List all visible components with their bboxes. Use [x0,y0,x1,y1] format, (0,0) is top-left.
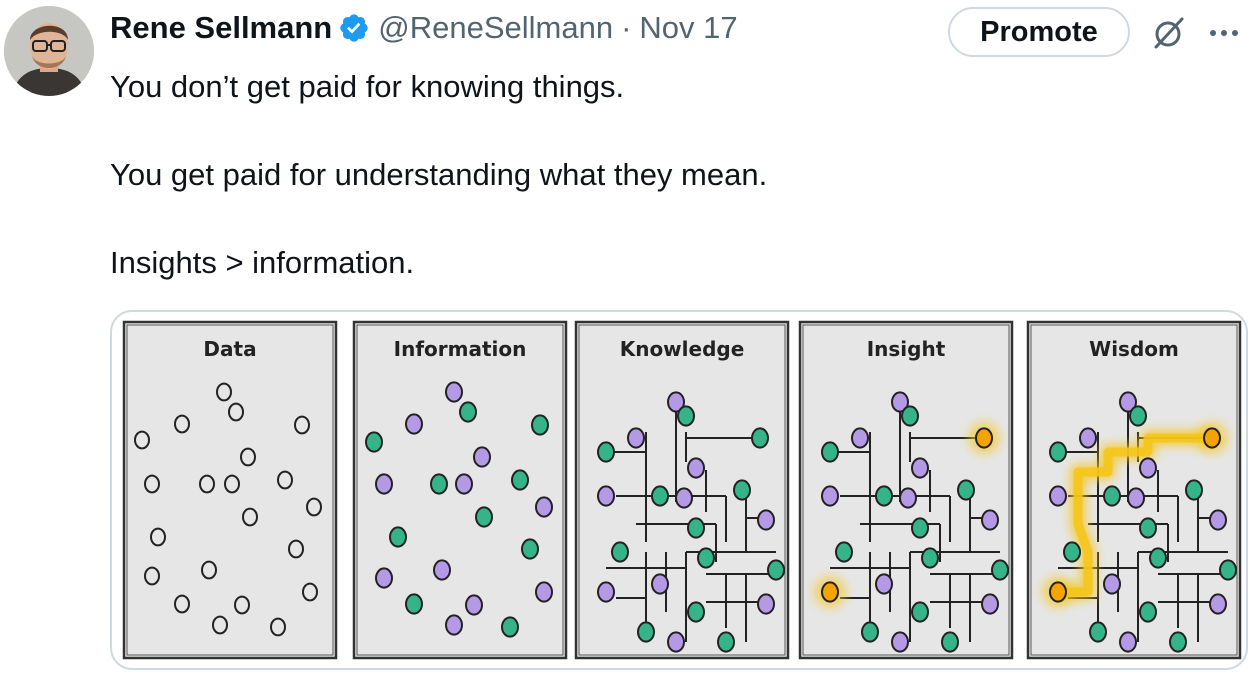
tweet-line-1: You don’t get paid for knowing things. [110,69,625,104]
panel-information: Information [352,320,568,660]
panel-wisdom: Wisdom [1026,320,1242,660]
post-date[interactable]: Nov 17 [639,10,738,45]
author-name[interactable]: Rene Sellmann [110,10,333,45]
tweet-header: Rene Sellmann @ReneSellmann · Nov 17 [110,8,738,48]
avatar-image [4,6,94,96]
grok-icon[interactable] [1150,14,1188,52]
more-icon[interactable] [1204,14,1244,52]
panel-title: Insight [867,337,946,361]
verified-badge-icon [338,12,370,44]
separator-dot: · [621,10,632,45]
panel-title: Information [394,337,527,361]
panel-knowledge: Knowledge [574,320,790,660]
dikw-illustration: Data Information Knowledge Insight Wisdom [122,320,1242,660]
panel-insight: Insight [798,320,1014,660]
promote-button[interactable]: Promote [948,7,1130,57]
avatar[interactable] [4,6,94,96]
panel-title: Wisdom [1089,337,1179,361]
tweet-line-3: Insights > information. [110,245,415,280]
author-handle[interactable]: @ReneSellmann [378,10,614,45]
panel-data: Data [122,320,338,660]
panel-title: Knowledge [620,337,745,361]
media-image[interactable]: Data Information Knowledge Insight Wisdom [110,310,1248,670]
tweet-text: You don’t get paid for knowing things. Y… [110,65,1210,285]
tweet-line-2: You get paid for understanding what they… [110,157,768,192]
panel-title: Data [203,337,256,361]
